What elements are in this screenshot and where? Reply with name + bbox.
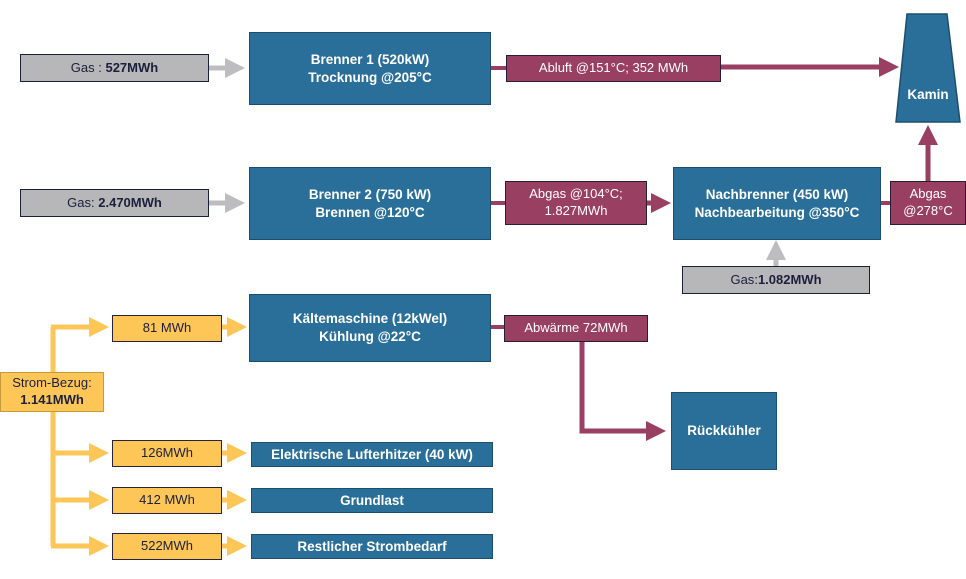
heatflow-abluft[interactable]: Abluft @151°C; 352 MWh (506, 55, 721, 82)
strom-bezug-source[interactable]: Strom-Bezug: 1.141MWh (0, 372, 104, 412)
kamin-label: Kamin (896, 80, 960, 110)
process-brenner2[interactable]: Brenner 2 (750 kW) Brennen @120°C (249, 167, 491, 240)
gas-input-value: 527MWh (105, 59, 159, 75)
process-title: Brenner 2 (750 kW) (308, 186, 432, 202)
gas-input-nachbrenner[interactable]: Gas:1.082MWh (682, 266, 870, 294)
process-subtitle: Brennen @120°C (315, 204, 425, 220)
process-title: Nachbrenner (450 kW) (705, 186, 849, 202)
process-grundlast[interactable]: Grundlast (251, 488, 493, 513)
gas-input-value: 2.470MWh (98, 194, 162, 210)
process-title: Brenner 1 (520kW) (310, 51, 430, 67)
process-title: Rückkühler (687, 423, 761, 439)
heatflow-text: Abluft @151°C; 352 MWh (538, 60, 689, 76)
gas-input-brenner1[interactable]: Gas : 527MWh (20, 54, 209, 82)
heatflow-value: @278°C (903, 203, 953, 218)
gas-input-label: Gas:1.082MWh (730, 271, 822, 287)
gas-input-brenner2[interactable]: Gas: 2.470MWh (20, 189, 209, 217)
process-title: Restlicher Strombedarf (297, 538, 447, 554)
heatflow-text: Abgas @104°C; (529, 186, 623, 202)
process-nachbrenner[interactable]: Nachbrenner (450 kW) Nachbearbeitung @35… (673, 167, 881, 240)
strom-branch-kaelte[interactable]: 81 MWh (112, 315, 222, 342)
kamin-shape[interactable] (895, 13, 961, 123)
heatflow-abgas-nachbrenner[interactable]: Abgas @278°C (890, 181, 966, 225)
process-title: Elektrische Lufterhitzer (40 kW) (271, 446, 473, 462)
process-subtitle: Kühlung @22°C (319, 329, 421, 344)
heatflow-value: 1.827MWh (544, 203, 608, 218)
strom-branch-grundlast[interactable]: 412 MWh (112, 487, 222, 514)
process-lufterhitzer[interactable]: Elektrische Lufterhitzer (40 kW) (251, 442, 493, 467)
process-subtitle: Nachbearbeitung @350°C (694, 204, 860, 220)
strom-branch-lufterhitzer[interactable]: 126MWh (112, 440, 222, 467)
strom-bezug-value: 1.141MWh (20, 392, 84, 407)
process-rueckkuehler[interactable]: Rückkühler (671, 392, 777, 470)
process-title: Grundlast (340, 492, 404, 508)
strom-branch-restlich[interactable]: 522MWh (112, 533, 222, 560)
process-kaeltemaschine[interactable]: Kältemaschine (12kWel) Kühlung @22°C (249, 294, 491, 362)
strom-branch-value: 81 MWh (142, 320, 192, 336)
kamin-text: Kamin (907, 87, 949, 103)
process-subtitle: Trocknung @205°C (308, 69, 432, 85)
gas-input-label: Gas : 527MWh (70, 59, 159, 75)
strom-branch-value: 126MWh (140, 445, 194, 461)
strom-branch-value: 522MWh (140, 538, 194, 554)
gas-input-label: Gas: 2.470MWh (67, 194, 162, 210)
heatflow-abwaerme[interactable]: Abwärme 72MWh (504, 315, 648, 342)
abwaerme-rueckkuehler-arrow (579, 341, 666, 441)
heatflow-abgas-brenner2[interactable]: Abgas @104°C; 1.827MWh (505, 181, 647, 225)
process-restlicher-strombedarf[interactable]: Restlicher Strombedarf (251, 534, 493, 559)
strom-branch-value: 412 MWh (139, 492, 195, 508)
process-title: Kältemaschine (12kWel) (292, 311, 448, 327)
gas-input-value: 1.082MWh (757, 271, 822, 287)
heatflow-text: Abgas (909, 186, 947, 202)
process-brenner1[interactable]: Brenner 1 (520kW) Trocknung @205°C (249, 32, 491, 105)
strom-bezug-label: Strom-Bezug: (12, 375, 92, 391)
heatflow-text: Abwärme 72MWh (524, 320, 628, 336)
